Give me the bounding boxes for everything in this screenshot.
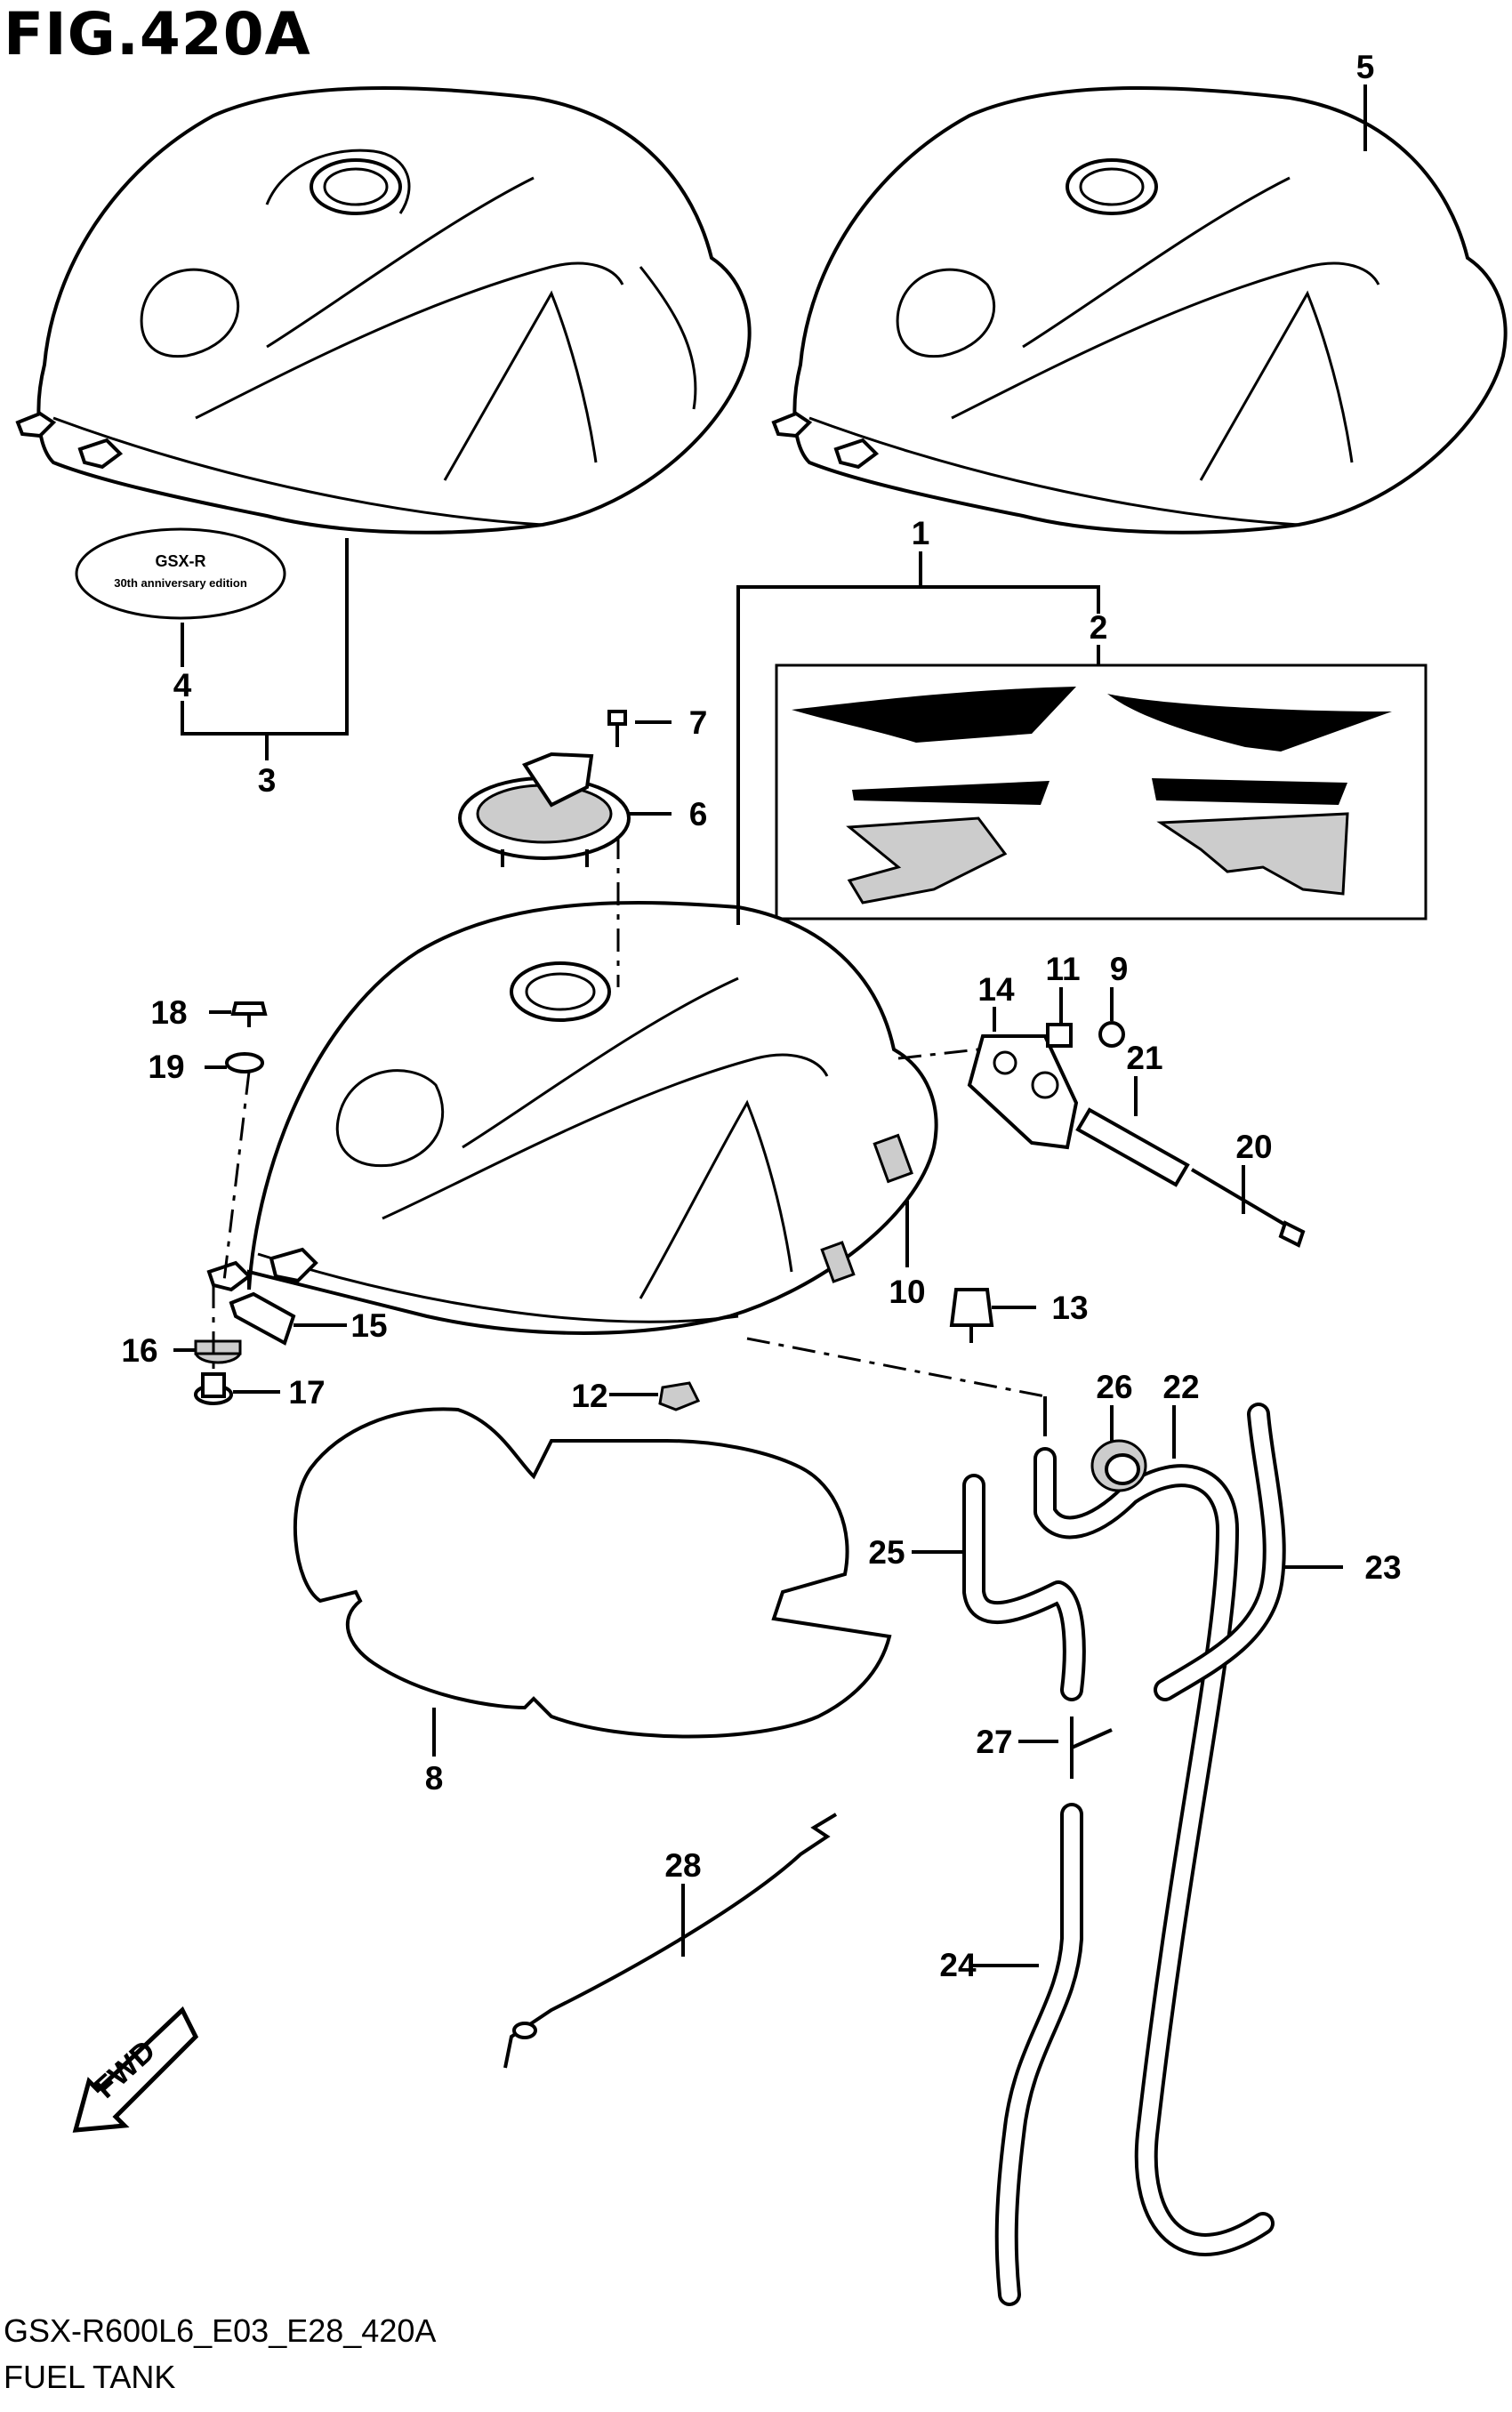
figure-name: FUEL TANK [4,2359,176,2395]
emblem-text-line1: GSX-R [155,552,205,570]
callout-11: 11 [1045,951,1080,987]
damper-part-12 [658,1381,701,1411]
tank-cover-part-5 [771,86,1508,535]
callout-3: 3 [258,762,277,799]
callout-14: 14 [977,971,1015,1008]
bolt-part-20 [1190,1168,1306,1248]
hose-part-25 [962,1474,1086,1701]
callout-25: 25 [868,1534,905,1571]
decal-set-part-2 [775,663,1428,921]
leader-lines [173,84,1367,1967]
callout-7: 7 [689,704,708,741]
bracket-part-14 [967,1034,1079,1150]
callout-5: 5 [1356,49,1375,85]
callout-6: 6 [689,796,708,832]
cushion-part-16 [194,1339,242,1364]
emblem-text-line2: 30th anniversary edition [114,576,247,590]
callout-23: 23 [1364,1549,1401,1586]
bolt-part-11 [1046,1023,1073,1048]
tank-cover-part-3 [15,86,752,535]
hose-part-23 [1154,1403,1286,1701]
callout-4: 4 [173,667,192,704]
callout-28: 28 [664,1847,701,1884]
sensor-part-13 [949,1288,994,1343]
callout-1: 1 [912,515,930,551]
figure-title: FIG.420A [4,0,311,68]
callout-19: 19 [148,1049,184,1085]
hose-part-22 [1033,1447,1275,2256]
gasket-part-8 [293,1407,892,1739]
rod-part-28 [503,1813,838,2069]
emblem-part-4: GSX-R 30th anniversary edition [75,527,286,620]
bolt-part-7 [607,710,627,747]
hose-part-24 [994,1803,1083,2306]
three-way-joint-part-27 [1070,1717,1113,1779]
callout-labels: 1 2 3 4 5 6 7 8 9 10 11 12 13 14 15 16 1… [121,49,1401,1983]
callout-10: 10 [889,1274,925,1310]
tube-part-21 [1075,1107,1190,1187]
callout-22: 22 [1162,1369,1199,1405]
collar-part-17 [194,1372,233,1405]
bolt-part-18 [230,1001,268,1027]
fuel-tank-main [206,901,938,1335]
callout-18: 18 [150,994,187,1031]
callout-8: 8 [425,1760,444,1797]
cap-part-26 [1090,1439,1147,1492]
callout-15: 15 [350,1307,387,1344]
fuel-cap-part-6 [458,752,631,867]
figure-code: GSX-R600L6_E03_E28_420A [4,2312,437,2349]
fwd-arrow-icon: FWD [72,2006,199,2133]
callout-21: 21 [1126,1040,1162,1076]
callout-26: 26 [1096,1369,1132,1405]
washer-part-9 [1098,1021,1125,1048]
callout-20: 20 [1235,1129,1272,1165]
callout-13: 13 [1051,1290,1088,1326]
callout-9: 9 [1110,951,1129,987]
callout-2: 2 [1090,609,1108,646]
bracket-part-15 [229,1291,296,1346]
washer-part-19 [225,1052,264,1073]
callout-24: 24 [939,1947,977,1983]
callout-12: 12 [571,1378,607,1414]
callout-16: 16 [121,1332,157,1369]
callout-17: 17 [288,1374,325,1411]
callout-27: 27 [976,1724,1012,1760]
